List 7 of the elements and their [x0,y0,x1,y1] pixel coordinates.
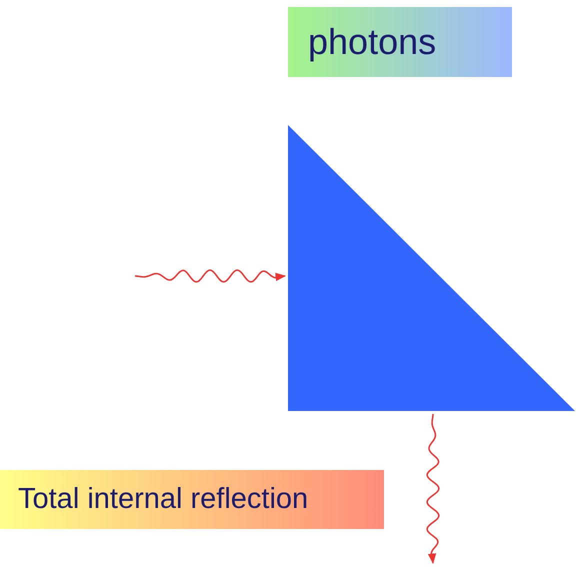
wavy-arrow [426,414,440,564]
label-band [288,7,512,77]
band-text: photons [308,21,436,63]
band-text: Total internal reflection [18,483,308,516]
wavy-arrow [134,269,286,283]
label-band [0,470,384,529]
prism-triangle [288,125,575,411]
